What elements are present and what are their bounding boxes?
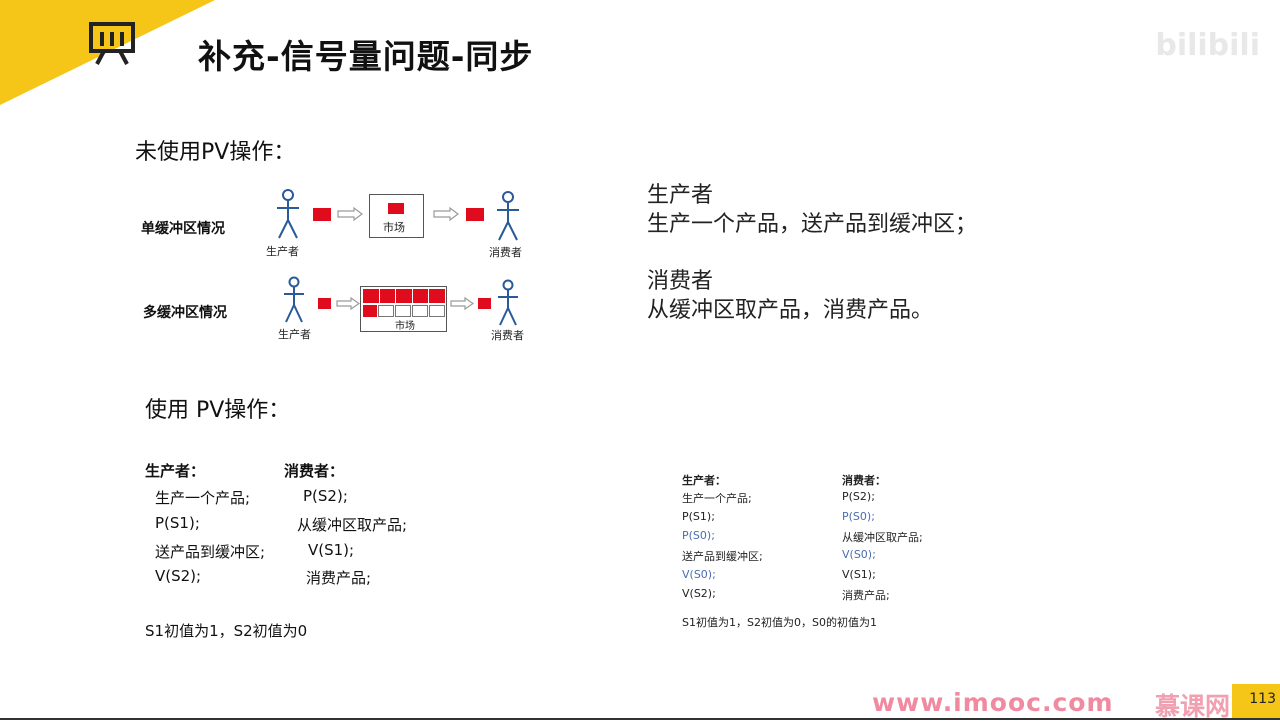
consumer-label: 消费者 — [491, 329, 524, 342]
code-line-mutex: P(S0); — [682, 529, 715, 542]
code-line: V(S2); — [155, 567, 202, 585]
single-buffer-label: 单缓冲区情况 — [141, 221, 225, 237]
consumer-stick-figure-icon — [497, 191, 519, 241]
market-buffer-box: 市场 — [360, 286, 447, 332]
initial-value-note: S1初值为1，S2初值为0 — [145, 622, 308, 640]
code-line: V(S1); — [842, 568, 876, 581]
code-line: 送产品到缓冲区; — [155, 543, 266, 561]
buffer-slot-filled — [363, 289, 379, 303]
initial-value-note: S1初值为1，S2初值为0，S0的初值为1 — [682, 616, 877, 629]
market-label: 市场 — [383, 221, 405, 234]
code-line: V(S2); — [682, 587, 716, 600]
producer-header: 生产者： — [145, 462, 206, 480]
bilibili-watermark: bilibili — [1155, 28, 1260, 63]
market-product-block — [388, 203, 404, 214]
code-line: P(S2); — [842, 490, 875, 503]
producer-label: 生产者 — [278, 328, 311, 341]
arrow-right-icon — [337, 207, 363, 221]
producer-stick-figure-icon — [277, 189, 299, 239]
code-line: V(S1); — [308, 541, 355, 559]
buffer-slot-filled — [429, 289, 445, 303]
code-line: 送产品到缓冲区; — [682, 550, 763, 563]
buffer-slot-empty — [378, 305, 394, 317]
consumer-header: 消费者： — [842, 474, 886, 487]
code-line: 生产一个产品; — [682, 492, 752, 505]
code-line-mutex: V(S0); — [682, 568, 716, 581]
product-block — [313, 208, 331, 221]
bottom-rule — [0, 718, 1280, 720]
code-line: 消费产品; — [306, 569, 372, 587]
consumer-label: 消费者 — [489, 246, 522, 259]
consumer-desc: 从缓冲区取产品，消费产品。 — [647, 298, 934, 323]
market-box — [369, 194, 424, 238]
multi-buffer-label: 多缓冲区情况 — [143, 305, 227, 321]
presentation-icon — [89, 22, 135, 65]
code-line: P(S1); — [682, 510, 715, 523]
arrow-right-icon — [433, 207, 459, 221]
product-block — [318, 298, 331, 309]
slide-title: 补充-信号量问题-同步 — [198, 37, 534, 76]
buffer-slot-filled — [396, 289, 412, 303]
code-line: 生产一个产品; — [155, 489, 251, 507]
buffer-slot-filled — [363, 305, 377, 317]
code-line: 从缓冲区取产品; — [297, 516, 408, 534]
buffer-slot-filled — [379, 289, 396, 303]
buffer-slot-empty — [429, 305, 445, 317]
code-line: 消费产品; — [842, 589, 890, 602]
code-line-mutex: V(S0); — [842, 548, 876, 561]
page-number: 113 — [1232, 684, 1280, 720]
site-watermark: www.imooc.com — [872, 688, 1114, 717]
producer-desc-title: 生产者 — [647, 183, 714, 208]
consumer-header: 消费者： — [284, 462, 345, 480]
consumer-desc-title: 消费者 — [647, 269, 714, 294]
market-label: 市场 — [395, 321, 415, 332]
buffer-slot-empty — [412, 305, 428, 317]
consumer-stick-figure-icon — [498, 279, 518, 326]
arrow-right-icon — [450, 297, 474, 310]
producer-header: 生产者： — [682, 474, 726, 487]
producer-stick-figure-icon — [284, 276, 304, 323]
section-heading-pv: 使用 PV操作： — [145, 398, 291, 423]
product-block — [478, 298, 491, 309]
producer-desc: 生产一个产品，送产品到缓冲区； — [647, 212, 978, 237]
buffer-slot-filled — [412, 289, 429, 303]
buffer-slot-empty — [395, 305, 411, 317]
code-line-mutex: P(S0); — [842, 510, 875, 523]
code-line: P(S2); — [303, 487, 348, 505]
product-block — [466, 208, 484, 221]
code-line: P(S1); — [155, 514, 200, 532]
brand-watermark: 慕课网 — [1155, 692, 1231, 721]
producer-label: 生产者 — [266, 245, 299, 258]
section-heading-no-pv: 未使用PV操作： — [135, 140, 296, 165]
arrow-right-icon — [336, 297, 360, 310]
code-line: 从缓冲区取产品; — [842, 531, 923, 544]
